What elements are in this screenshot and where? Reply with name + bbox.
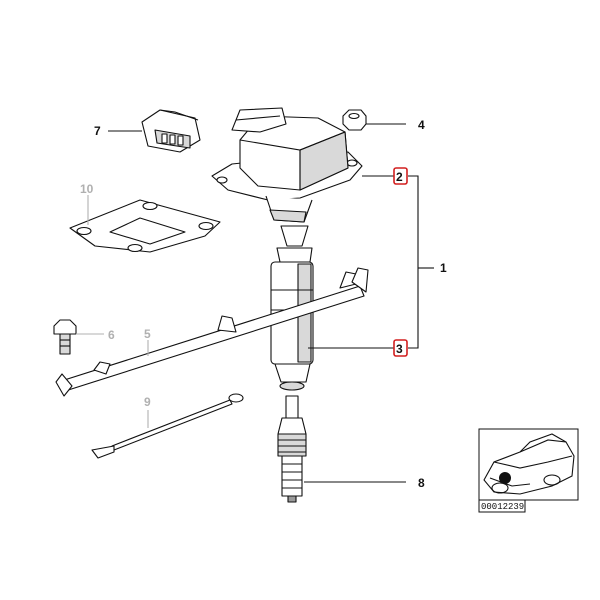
- gasket-part-10: [69, 199, 221, 253]
- vehicle-locator-inset: [478, 428, 579, 501]
- callout-3[interactable]: 3: [396, 342, 403, 356]
- callout-2[interactable]: 2: [396, 170, 403, 184]
- callout-6: 6: [108, 328, 115, 342]
- bolt-part-6: [53, 319, 77, 355]
- callout-1: 1: [440, 261, 447, 275]
- nut-part-4: [342, 109, 367, 131]
- callout-5: 5: [144, 327, 151, 341]
- spark-plug-part-8: [277, 395, 307, 503]
- callout-4: 4: [418, 118, 425, 132]
- callout-7: 7: [94, 124, 101, 138]
- engine-location-marker: [499, 472, 511, 484]
- ignition-coil-part-2: [211, 107, 363, 223]
- callout-3-highlight: [393, 339, 408, 357]
- reference-code: 00012239: [481, 502, 524, 512]
- callout-9: 9: [144, 395, 151, 409]
- ground-strap-part-9: [91, 393, 244, 459]
- callout-2-highlight: [393, 167, 408, 185]
- reference-code-box: [478, 499, 526, 513]
- bracket-1: [408, 175, 419, 349]
- callout-10: 10: [80, 182, 94, 196]
- connector-part-7: [141, 109, 201, 153]
- callout-8: 8: [418, 476, 425, 490]
- harness-rail-part-5: [55, 267, 369, 397]
